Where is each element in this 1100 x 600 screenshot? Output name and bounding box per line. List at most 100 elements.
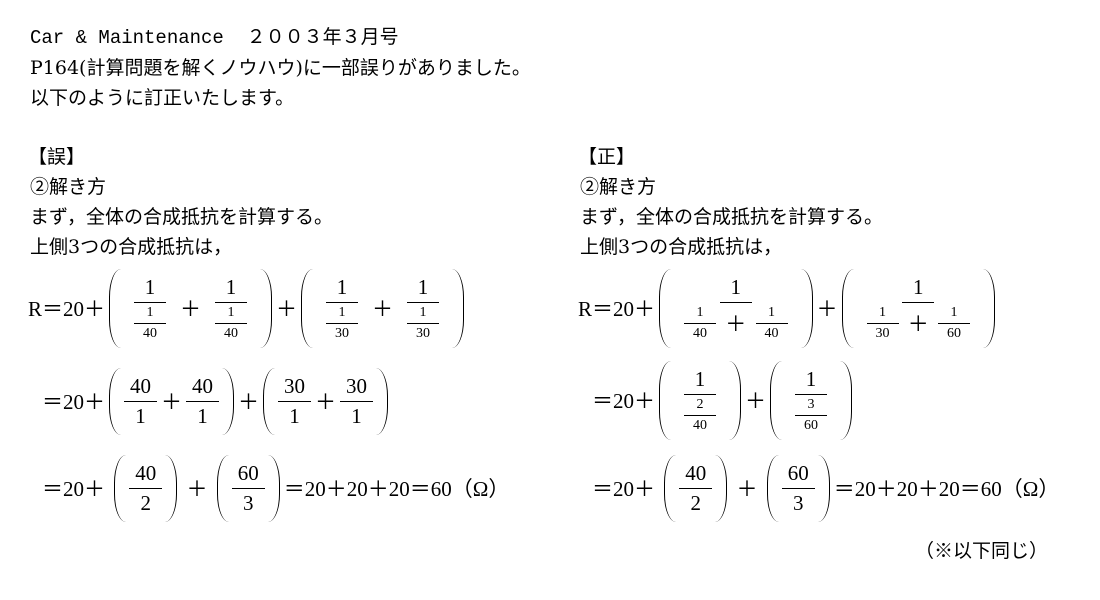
header-title: Car & Maintenance ２００３年３月号 — [30, 27, 399, 49]
math-text: 1 — [197, 403, 208, 428]
wrong-step: ②解き方 — [30, 176, 107, 198]
math-text: 1 — [227, 304, 235, 320]
header-correction: 以下のように訂正いたします。 — [30, 87, 295, 109]
math-text: ＝20＋ — [592, 389, 655, 413]
math-text: 60 — [787, 460, 809, 485]
denominator: 40 — [218, 324, 244, 342]
denominator: 3 — [787, 489, 810, 516]
math-text: 40 — [135, 460, 157, 485]
math-text: 1 — [696, 304, 704, 320]
math-text: 3 — [793, 490, 804, 515]
math-text: 1 — [879, 304, 887, 320]
numerator: 1 — [134, 305, 167, 324]
numerator: 1 — [866, 304, 899, 324]
numerator: 2 — [684, 397, 716, 416]
math-text: 1 — [135, 403, 146, 428]
math-text: 60 — [804, 417, 818, 433]
math-text: 2 — [690, 490, 702, 515]
numerator: 60 — [781, 460, 815, 489]
numerator: 1 — [407, 275, 440, 303]
numerator: 1 — [215, 304, 248, 324]
math-text: ＋ — [161, 390, 182, 414]
math-text: 40 — [224, 325, 239, 341]
math-text: 2 — [140, 490, 152, 515]
math-text: ＋ — [731, 477, 763, 501]
wrong-desc2: 上側3つの合成抵抗は， — [30, 236, 233, 258]
numerator: 30 — [340, 374, 373, 402]
math-text: 30 — [335, 325, 350, 341]
denominator: 1 — [283, 402, 306, 429]
math-text: ＝20＋ — [42, 477, 111, 501]
denominator: 3 — [237, 489, 260, 516]
math-text: ＋ — [372, 297, 394, 321]
numerator: 1 — [326, 274, 359, 303]
math-text: R＝20＋ — [28, 297, 106, 321]
footnote: （※以下同じ） — [915, 540, 1049, 562]
numerator: 1 — [719, 275, 752, 303]
math-text: 1 — [694, 366, 706, 391]
header-notice: P164(計算問題を解くノウハウ)に一部誤りがありました。 — [30, 57, 531, 79]
math-text: 40 — [693, 325, 708, 341]
numerator: 1 — [755, 305, 788, 324]
numerator: 1 — [902, 275, 935, 303]
math-text: 1 — [225, 274, 237, 299]
numerator: 40 — [679, 461, 713, 489]
wrong-desc: まず，全体の合成抵抗を計算する。 — [30, 206, 334, 228]
denominator: 1 — [129, 402, 152, 429]
numerator: 1 — [215, 274, 248, 303]
math-text: ＝20＋20＋20＝60（Ω） — [283, 477, 510, 501]
math-text: 1 — [336, 274, 348, 299]
math-text: R＝20＋ — [578, 297, 656, 321]
numerator: 60 — [231, 460, 265, 489]
numerator: 1 — [326, 305, 359, 324]
math-text: 3 — [243, 490, 254, 515]
math-text: ＝20＋ — [592, 477, 661, 501]
denominator: 60 — [941, 324, 967, 342]
correct-heading: 【正】 — [578, 146, 636, 168]
numerator: 40 — [186, 374, 219, 402]
math-text: ＝20＋ — [42, 390, 105, 414]
numerator: 1 — [938, 305, 971, 324]
math-text: ＋ — [238, 390, 259, 414]
math-text: ＋ — [315, 390, 336, 414]
math-text: 60 — [237, 460, 259, 485]
denominator: 60 — [798, 416, 824, 434]
numerator: 3 — [795, 397, 827, 416]
denominator: 30 — [410, 324, 436, 342]
denominator: 40 — [687, 324, 713, 342]
